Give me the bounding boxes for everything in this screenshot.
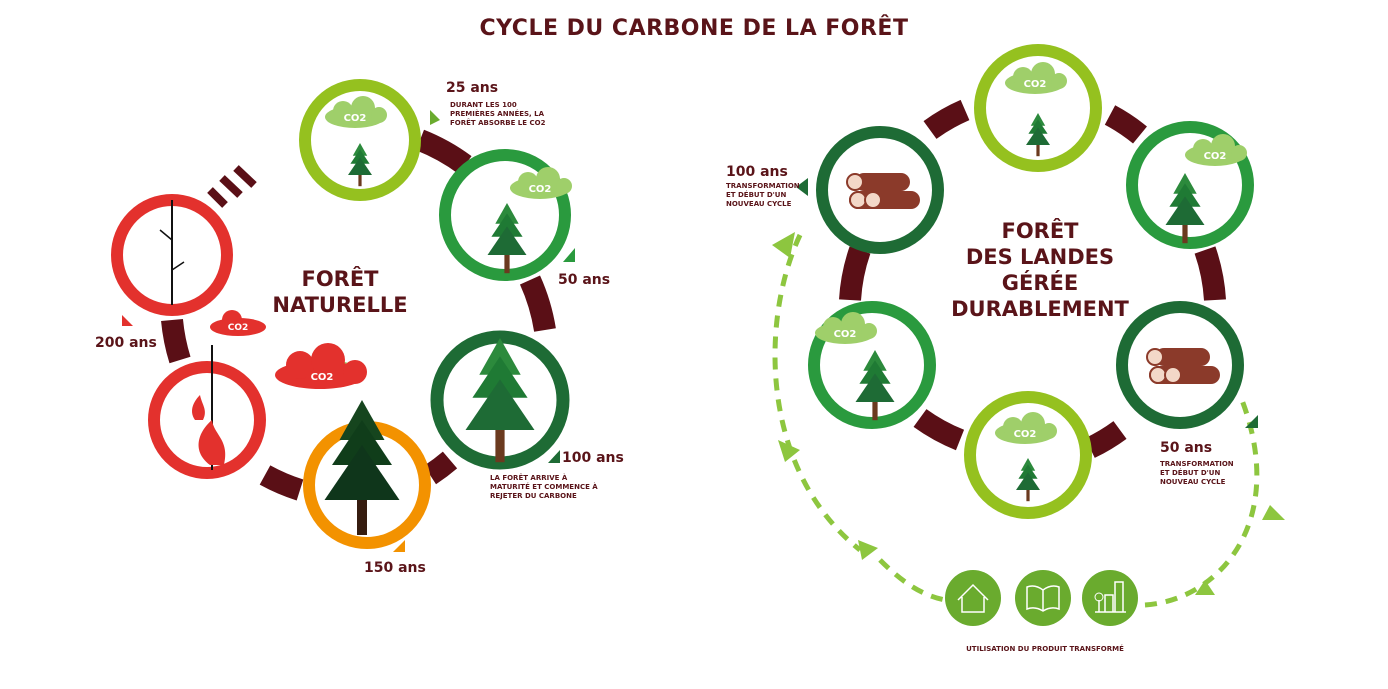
svg-text:CO2: CO2 bbox=[1014, 429, 1037, 440]
co2-label: CO2 bbox=[344, 113, 367, 124]
city-icon bbox=[1082, 570, 1138, 626]
label-line: GÉRÉE bbox=[1001, 271, 1079, 295]
usage-icons bbox=[945, 570, 1138, 626]
svg-text:CO2: CO2 bbox=[529, 184, 552, 195]
age-50: 50 ans bbox=[558, 272, 611, 288]
stage-fire-circle: CO2 bbox=[148, 310, 266, 479]
managed-right-logs-circle bbox=[1116, 301, 1244, 429]
label-line: DURABLEMENT bbox=[951, 297, 1129, 321]
stage-dead-circle bbox=[111, 194, 233, 316]
stage-25-circle: CO2 bbox=[299, 79, 421, 201]
caption-100: La forêt arrive à maturité et commence à… bbox=[490, 474, 598, 500]
page-title: CYCLE DU CARBONE DE LA FORÊT bbox=[479, 16, 909, 41]
managed-age-50: 50 ans bbox=[1160, 440, 1213, 456]
managed-forest-label: FORÊT DES LANDES GÉRÉE DURABLEMENT bbox=[950, 218, 1130, 322]
age-150: 150 ans bbox=[364, 560, 426, 576]
svg-text:CO2: CO2 bbox=[1024, 79, 1047, 90]
natural-cycle-stripes bbox=[207, 165, 257, 208]
svg-text:CO2: CO2 bbox=[1204, 151, 1227, 162]
stage-100-circle bbox=[430, 330, 570, 470]
managed-cycle-arrows bbox=[839, 99, 1226, 458]
managed-right-top-circle: CO2 bbox=[1126, 121, 1254, 249]
label-line: NATURELLE bbox=[272, 293, 408, 317]
managed-caption-100: Transformation et début d'un nouveau cyc… bbox=[726, 182, 800, 208]
managed-top-circle: CO2 bbox=[974, 44, 1102, 172]
managed-left-circle: CO2 bbox=[808, 301, 936, 429]
label-line: FORÊT bbox=[301, 267, 379, 291]
label-line: FORÊT bbox=[1001, 219, 1079, 243]
svg-text:CO2: CO2 bbox=[834, 329, 857, 340]
managed-left-logs-circle bbox=[816, 126, 944, 254]
house-icon bbox=[945, 570, 1001, 626]
usage-loop-arrows bbox=[772, 233, 1260, 608]
svg-text:CO2: CO2 bbox=[311, 372, 334, 383]
caption-25: Durant les 100 premières années, la forê… bbox=[450, 101, 546, 127]
age-100: 100 ans bbox=[562, 450, 624, 466]
managed-caption-50: Transformation et début d'un nouveau cyc… bbox=[1160, 460, 1234, 486]
svg-text:CO2: CO2 bbox=[228, 323, 249, 333]
stage-50-circle: CO2 bbox=[439, 149, 572, 281]
natural-forest-label: FORÊT NATURELLE bbox=[270, 266, 410, 318]
age-200: 200 ans bbox=[95, 335, 157, 351]
managed-age-100: 100 ans bbox=[726, 164, 788, 180]
managed-bottom-circle: CO2 bbox=[964, 391, 1092, 519]
age-25: 25 ans bbox=[446, 80, 499, 96]
stage-150-circle: CO2 bbox=[275, 343, 431, 549]
usage-caption: UTILISATION DU PRODUIT TRANSFORMÉ bbox=[966, 645, 1124, 653]
label-line: DES LANDES bbox=[965, 245, 1115, 269]
book-icon bbox=[1015, 570, 1071, 626]
